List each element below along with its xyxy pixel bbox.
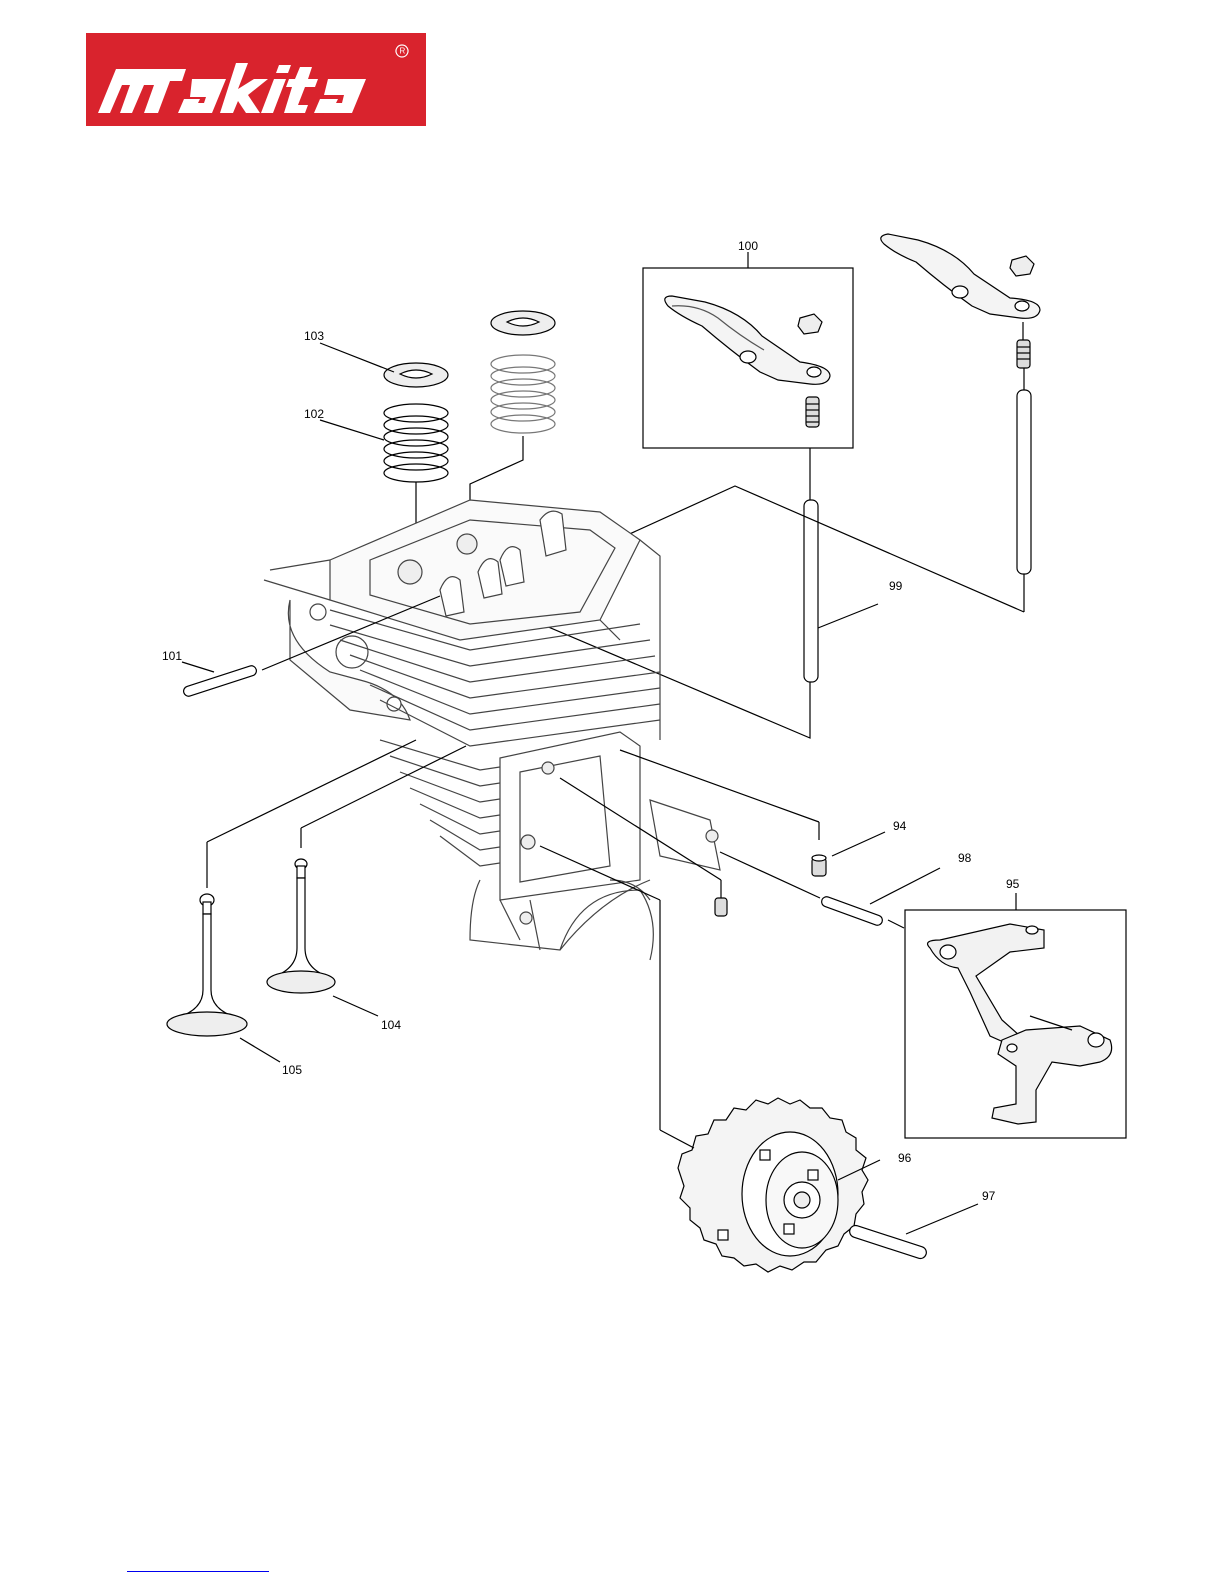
callout-98: 98 — [958, 851, 972, 865]
rocker-arm-100 — [665, 296, 830, 427]
callout-105: 105 — [282, 1063, 302, 1077]
callout-103: 103 — [304, 329, 324, 343]
callout-102: 102 — [304, 407, 324, 421]
valve-104 — [267, 746, 466, 1016]
cylinder-head — [264, 500, 720, 960]
callout-96: 96 — [898, 1151, 912, 1165]
valve-105 — [167, 740, 416, 1062]
callout-94: 94 — [893, 819, 907, 833]
rocker-arm-secondary — [881, 234, 1040, 368]
callout-97: 97 — [982, 1189, 996, 1203]
cam-gear-96 — [540, 846, 880, 1272]
callout-100: 100 — [738, 239, 758, 253]
pin-97 — [848, 1204, 978, 1260]
callout-101: 101 — [162, 649, 182, 663]
footer-link-underline[interactable] — [127, 1571, 269, 1572]
pin-98 — [720, 852, 940, 928]
callout-95: 95 — [1006, 877, 1020, 891]
callout-99: 99 — [889, 579, 903, 593]
cam-follower-95 — [928, 924, 1112, 1124]
callout-104: 104 — [381, 1018, 401, 1032]
